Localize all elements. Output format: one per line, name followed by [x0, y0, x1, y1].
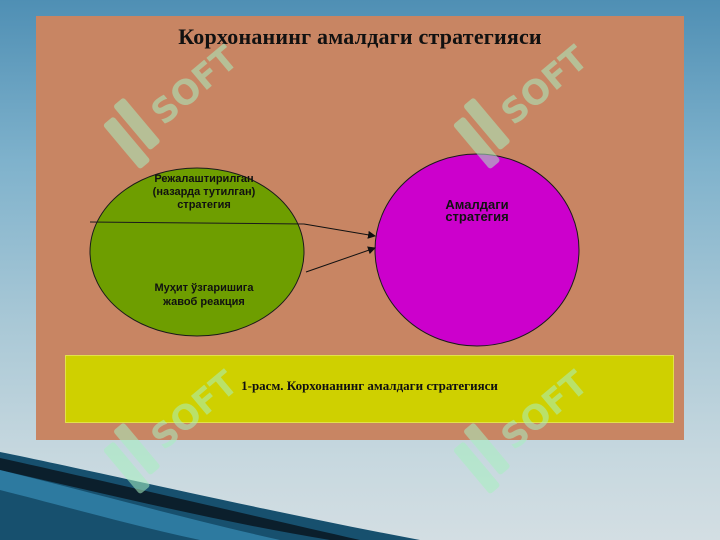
reaction-line-2: жавоб реакция: [162, 296, 245, 308]
planned-strategy-circle: [89, 167, 305, 337]
slide-panel: Корхонанинг амалдаги стратегияси Режалаш…: [36, 16, 684, 440]
planned-strategy-line-1: Режалаштирилган: [154, 173, 253, 185]
arrow-planned-to-actual: [303, 223, 376, 239]
slide-title: Корхонанинг амалдаги стратегияси: [178, 24, 542, 49]
caption-box: 1-расм. Корхонанинг амалдаги стратегияси: [65, 355, 674, 423]
figure-caption: 1-расм. Корхонанинг амалдаги стратегияси: [241, 378, 498, 393]
circle-divider-line: [89, 221, 305, 225]
planned-strategy-line-2: (назарда тутилган): [153, 186, 256, 198]
actual-strategy-circle: [374, 153, 580, 347]
arrow-reaction-to-actual: [305, 246, 376, 273]
planned-strategy-line-3: стратегия: [177, 199, 231, 211]
actual-strategy-line-1: Амалдаги: [445, 197, 508, 212]
strategy-diagram: Режалаштирилган (назарда тутилган) страт…: [89, 153, 580, 347]
actual-strategy-line-2: стратегия: [445, 209, 508, 224]
reaction-line-1: Муҳит ўзгаришига: [155, 282, 255, 294]
